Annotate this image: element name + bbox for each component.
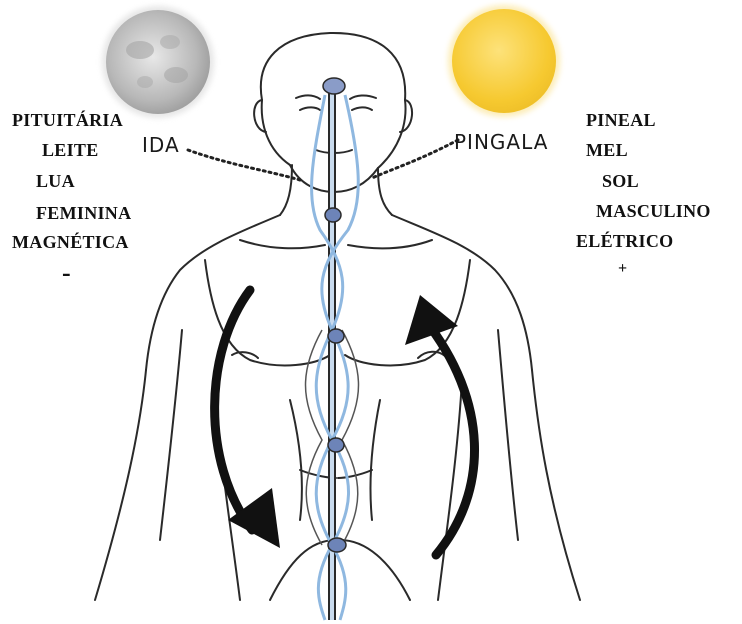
left-label-lua: LUA	[36, 171, 75, 192]
pingala-label: PINGALA	[454, 130, 548, 154]
left-label-feminina: FEMININA	[36, 203, 131, 224]
moon-icon	[102, 6, 214, 118]
left-label-negative: -	[62, 258, 71, 288]
ida-label: IDA	[142, 133, 180, 157]
ida-connector	[188, 150, 300, 180]
left-label-pituitaria: PITUITÁRIA	[12, 110, 123, 131]
right-label-pineal: PINEAL	[586, 110, 656, 131]
left-label-magnetica: MAGNÉTICA	[12, 232, 129, 253]
right-label-eletrico: ELÉTRICO	[576, 231, 673, 252]
left-label-leite: LEITE	[42, 140, 99, 161]
right-label-masculino: MASCULINO	[596, 201, 711, 222]
upward-flow-arrow	[405, 295, 475, 555]
downward-flow-arrow	[215, 290, 280, 548]
right-label-positive: +	[618, 260, 627, 278]
right-label-sol: SOL	[602, 171, 639, 192]
right-label-mel: MEL	[586, 140, 628, 161]
sun-icon	[448, 5, 560, 117]
pingala-connector	[372, 140, 458, 178]
